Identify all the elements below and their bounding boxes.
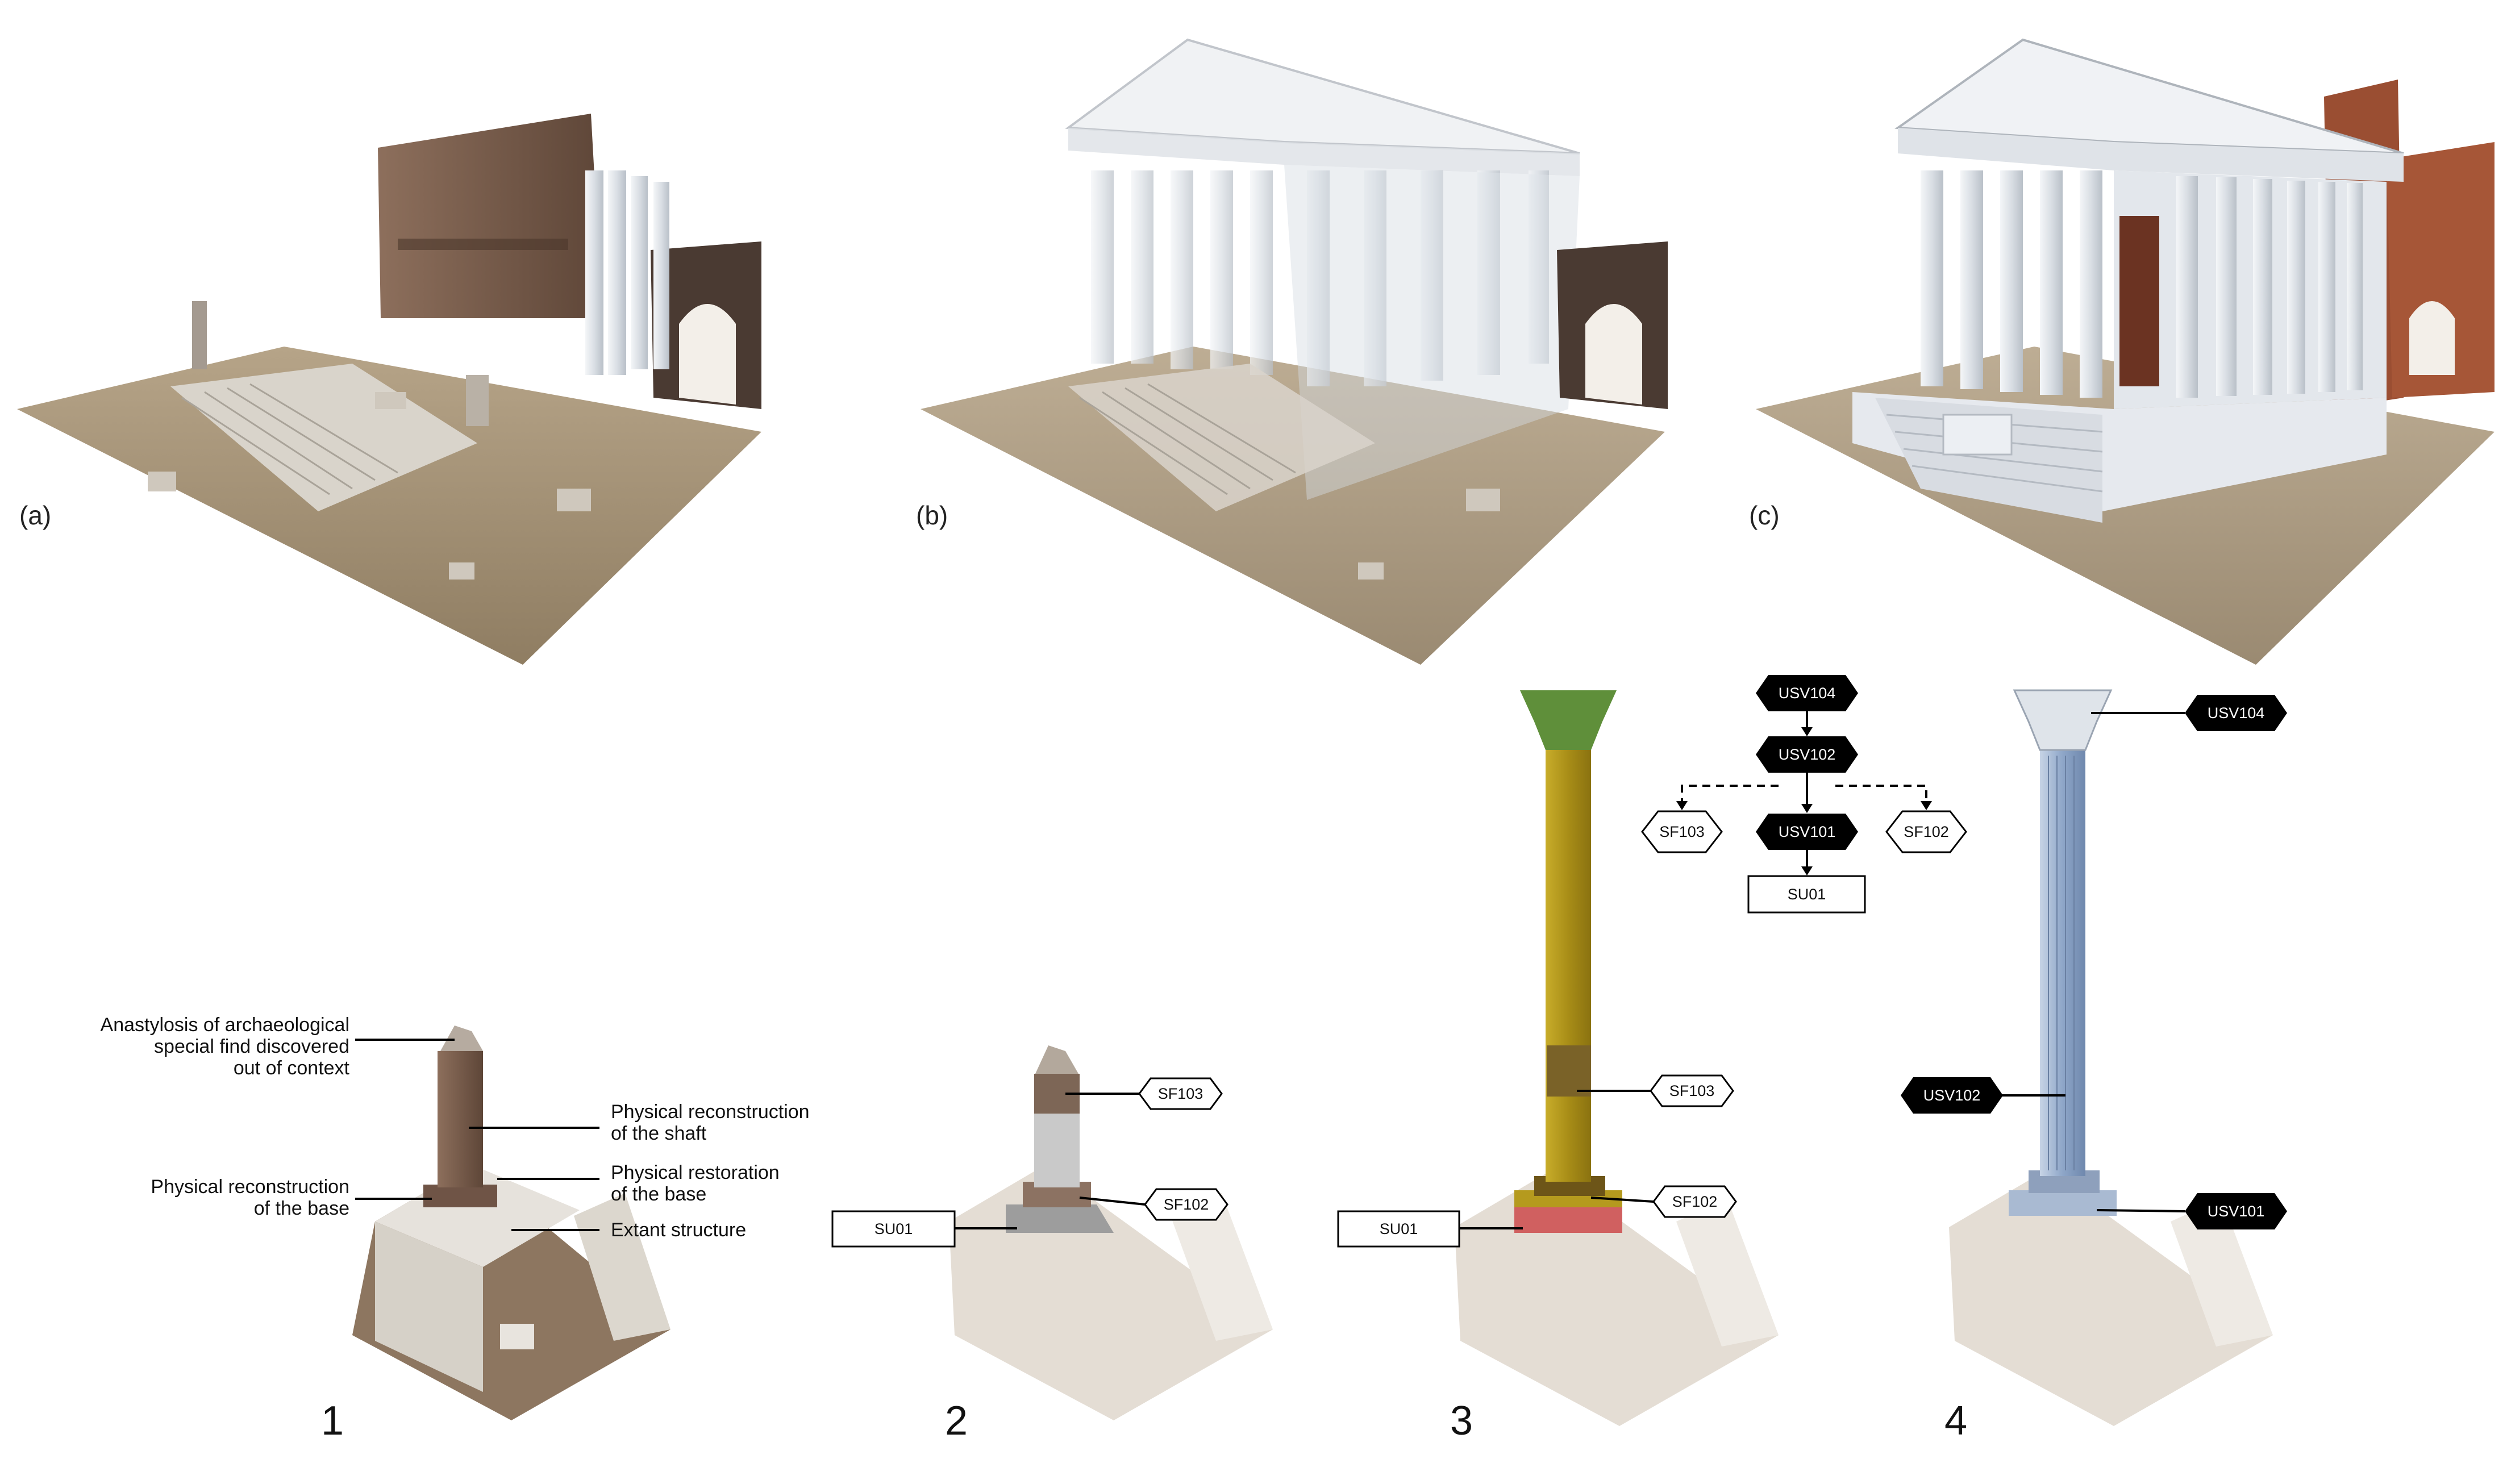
usv102-node-step4	[1901, 1077, 2003, 1114]
lone-column-a	[192, 301, 207, 369]
sf103-node-step3	[1650, 1074, 1734, 1107]
step-4-connectors	[1994, 712, 2185, 1212]
strat-graph-arrowheads	[1676, 727, 1932, 876]
rubble-blocks-b	[1358, 489, 1500, 580]
podium-front-1	[375, 1222, 483, 1392]
arch-opening-a	[679, 304, 736, 405]
step-3-model	[1455, 690, 1779, 1426]
altar-block-c	[1942, 414, 2013, 456]
panel-label-b: (b)	[916, 501, 948, 530]
usv104-node-step4	[2185, 695, 2287, 731]
step-4-model	[1949, 689, 2273, 1426]
sf102-node-step3	[1652, 1185, 1737, 1218]
step-2-connectors	[955, 1093, 1146, 1229]
base-1	[423, 1185, 497, 1207]
temple-door-c	[2119, 216, 2159, 386]
entablature-c	[1898, 128, 2404, 182]
step-number-3: 3	[1450, 1398, 1473, 1444]
annotation-base-reconstruction: Physical reconstruction of the base	[151, 1176, 349, 1219]
su01-label-graph: SU01	[1787, 885, 1826, 903]
base-plinth-2	[1006, 1204, 1114, 1233]
ghost-stairs-4	[2171, 1199, 2273, 1347]
panel-b-overlay-model	[921, 38, 1668, 665]
usv102-label-graph: USV102	[1778, 745, 1836, 763]
shaft-1	[438, 1051, 483, 1187]
shaft-fragment-3	[1547, 1045, 1591, 1097]
usv102-label-step4: USV102	[1923, 1086, 1981, 1104]
sf103-node-graph	[1641, 810, 1723, 853]
step-1-leader-lines	[355, 1039, 599, 1231]
colonnade-c	[1921, 170, 2363, 398]
flutes-4	[2048, 756, 2075, 1170]
shaft-3	[1546, 750, 1591, 1182]
sf103-label-step3: SF103	[1669, 1082, 1715, 1099]
arch-opening-c	[2409, 301, 2455, 375]
podium-block-1	[375, 1165, 580, 1267]
step-number-1: 1	[321, 1398, 344, 1444]
front-steps-c	[1875, 398, 2102, 523]
sf102-node-step2	[1144, 1188, 1228, 1221]
sf103-label-step2: SF103	[1157, 1085, 1203, 1102]
annotation-anastylosis: Anastylosis of archaeological special fi…	[100, 1014, 349, 1079]
temple-back-wall-a	[378, 114, 602, 318]
entablature-b	[1068, 128, 1580, 176]
ground-terrain-a	[17, 347, 761, 665]
wall-windows-a	[398, 239, 568, 250]
capital-3	[1520, 690, 1617, 750]
usv104-label-graph: USV104	[1778, 684, 1836, 702]
usv101-label-step4: USV101	[2207, 1202, 2265, 1220]
panel-c-reconstruction-model	[1756, 38, 2494, 665]
column-stump-a	[466, 375, 489, 426]
shaft-4	[2040, 750, 2085, 1176]
ghost-cella-b	[1284, 165, 1580, 500]
su01-label-step3: SU01	[1379, 1220, 1418, 1237]
panel-a-ruins-model	[17, 114, 761, 665]
sf103-label-graph: SF103	[1659, 823, 1705, 840]
usv101-node-graph	[1756, 814, 1858, 850]
annotation-extant-structure: Extant structure	[611, 1219, 747, 1241]
annotation-base-restoration: Physical restoration of the base	[611, 1162, 780, 1205]
panel-label-c: (c)	[1749, 501, 1780, 530]
su01-box-graph	[1747, 875, 1866, 914]
ghost-stairs-2	[1171, 1193, 1273, 1341]
step-3-connectors	[1459, 1090, 1654, 1229]
su01-label-step2: SU01	[874, 1220, 913, 1237]
broken-top-2	[1035, 1045, 1078, 1074]
podium-steps-lines-b	[1079, 383, 1296, 495]
step-number-4: 4	[1944, 1398, 1968, 1444]
step-2-model	[949, 1045, 1273, 1420]
sf103-node-step2	[1138, 1077, 1223, 1110]
ghost-columns-b	[1091, 170, 1549, 386]
ground-terrain-b	[921, 347, 1665, 665]
annotation-shaft-reconstruction: Physical reconstruction of the shaft	[611, 1101, 810, 1144]
step-number-2: 2	[945, 1398, 968, 1444]
usv104-label-step4: USV104	[2207, 704, 2265, 722]
capital-4	[2013, 689, 2113, 751]
podium-steps-lines-a	[181, 383, 398, 495]
broken-top-1	[440, 1026, 483, 1051]
ghost-stairs-3	[1676, 1199, 1779, 1347]
standing-columns-a	[585, 170, 669, 375]
sf102-label-graph: SF102	[1904, 823, 1949, 840]
su01-box-step2	[831, 1210, 956, 1248]
usv102-node-graph	[1756, 736, 1858, 773]
sf102-label-step3: SF102	[1672, 1193, 1718, 1210]
sf102-node-graph	[1885, 810, 1967, 853]
rubble-blocks-a	[148, 392, 591, 580]
usv104-node-graph	[1756, 675, 1858, 711]
usv101-label-graph: USV101	[1778, 823, 1836, 840]
panel-label-a: (a)	[19, 501, 52, 530]
ghost-ground-3	[1455, 1170, 1779, 1426]
su01-box-step3	[1337, 1210, 1460, 1248]
arch-opening-b	[1585, 304, 1642, 405]
sf102-label-step2: SF102	[1163, 1195, 1209, 1213]
plinth-4	[2009, 1190, 2117, 1216]
rubble-1	[500, 1324, 534, 1349]
usv101-node-step4	[2185, 1193, 2287, 1229]
ghost-ground-4	[1949, 1170, 2273, 1426]
